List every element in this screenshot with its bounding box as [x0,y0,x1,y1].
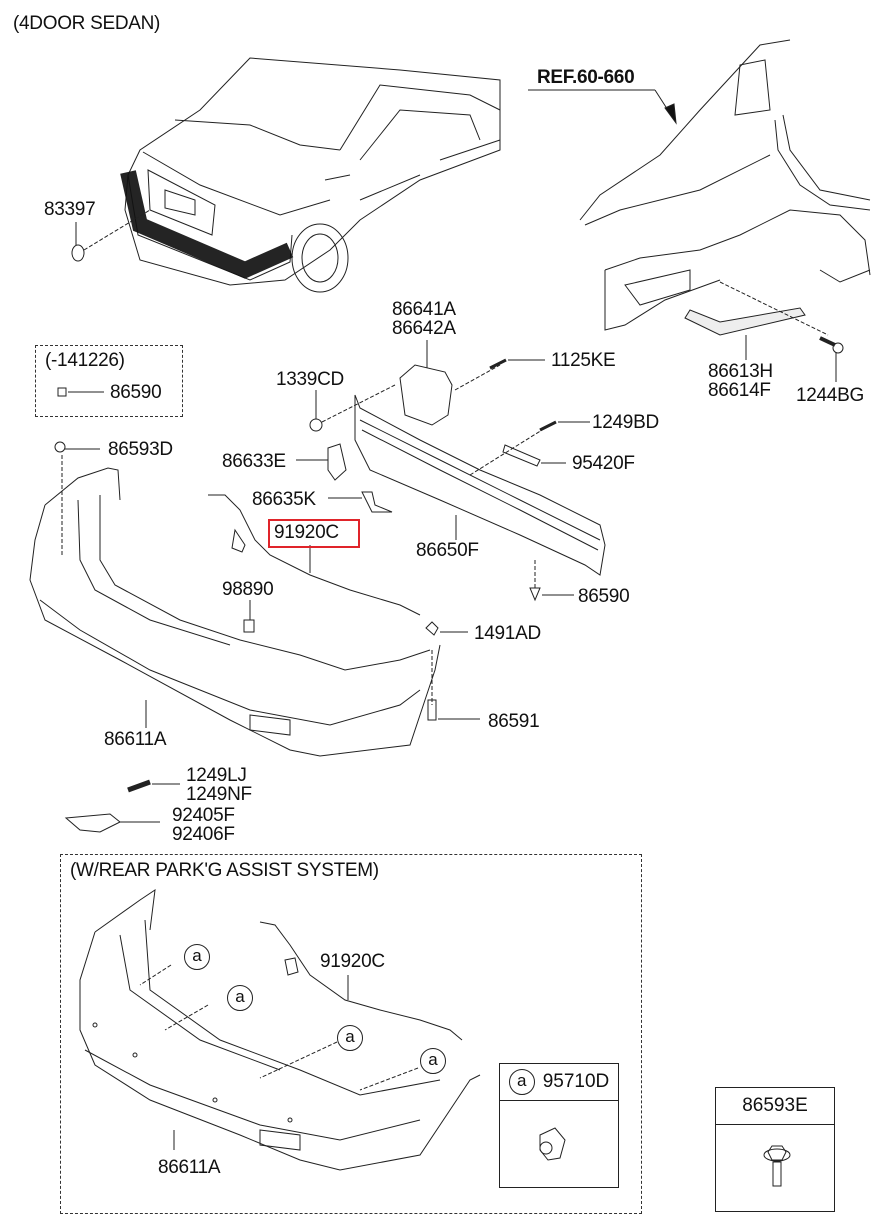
part-label-95710d[interactable]: 95710D [542,1071,610,1092]
part-label-91920c-highlighted[interactable]: 91920C [274,522,339,543]
park-assist-bumper-illustration [79,888,481,1171]
park-assist-harness [259,921,463,1041]
part-label-86613h[interactable]: 86613H [708,361,773,382]
sensor-part-box[interactable]: a 95710D [499,1063,619,1188]
part-label-95420f[interactable]: 95420F [572,453,635,474]
part-label-92405f[interactable]: 92405F [172,805,235,826]
sensor-marker-a-4[interactable]: a [420,1048,446,1074]
park-assist-label-86611a[interactable]: 86611A [158,1157,221,1178]
part-label-92406f[interactable]: 92406F [172,824,235,845]
part-label-86641a[interactable]: 86641A [392,299,456,320]
part-label-98890[interactable]: 98890 [222,579,274,600]
part-label-86633e[interactable]: 86633E [222,451,286,472]
inset-box-141226 [35,345,183,417]
sensor-box-marker: a [508,1069,535,1095]
part-label-1491ad[interactable]: 1491AD [474,623,541,644]
sensor-marker-a-2[interactable]: a [227,985,253,1011]
part-label-86590-inset[interactable]: 86590 [110,382,162,403]
wiring-harness-91920c [208,494,421,616]
park-assist-label-91920c[interactable]: 91920C [320,951,385,972]
part-label-1249lj-1249nf[interactable]: 1249LJ 1249NF [186,766,252,804]
reflector-92405f [64,813,121,833]
part-label-1244bg[interactable]: 1244BG [796,385,864,406]
part-label-1125ke[interactable]: 1125KE [551,350,616,371]
part-label-1339cd[interactable]: 1339CD [276,369,344,390]
part-label-1249nf[interactable]: 1249NF [186,784,252,805]
part-label-86635k[interactable]: 86635K [252,489,316,510]
part-label-86593d[interactable]: 86593D [108,439,173,460]
sensor-part-header: a 95710D [500,1064,618,1101]
part-label-86613h-86614f[interactable]: 86613H 86614F [708,362,773,400]
part-label-86641a-86642a[interactable]: 86641A 86642A [392,300,456,338]
sensor-marker-a-1[interactable]: a [184,944,210,970]
sensor-marker-a-3[interactable]: a [337,1025,363,1051]
stay-bracket-86641a [399,364,453,426]
part-label-86590-beam[interactable]: 86590 [578,586,630,607]
inset-condition-label: (-141226) [45,350,125,371]
part-label-86650f[interactable]: 86650F [416,540,479,561]
quarter-panel-illustration [579,39,871,331]
bolt-86593e [767,1145,787,1161]
park-assist-title: (W/REAR PARK'G ASSIST SYSTEM) [70,860,379,881]
bolt-part-header: 86593E [716,1088,834,1125]
part-label-86611a[interactable]: 86611A [104,729,167,750]
diagram-title: (4DOOR SEDAN) [13,13,161,34]
part-label-92405f-92406f[interactable]: 92405F 92406F [172,806,235,844]
reference-label[interactable]: REF.60-660 [537,67,635,88]
grommet-83397 [71,244,85,262]
part-label-83397[interactable]: 83397 [44,199,96,220]
highlight-box [268,519,360,548]
sedan-illustration [120,57,501,293]
part-label-86591[interactable]: 86591 [488,711,540,732]
part-label-86642a[interactable]: 86642A [392,318,456,339]
part-label-1249bd[interactable]: 1249BD [592,412,659,433]
part-label-1249lj[interactable]: 1249LJ [186,765,247,786]
bumper-beam-illustration [354,394,606,576]
bracket-86613h [684,307,806,336]
rear-bumper-illustration [29,467,441,757]
part-label-86593e[interactable]: 86593E [742,1095,808,1116]
part-label-86614f[interactable]: 86614F [708,380,771,401]
bolt-part-box[interactable]: 86593E [715,1087,835,1212]
